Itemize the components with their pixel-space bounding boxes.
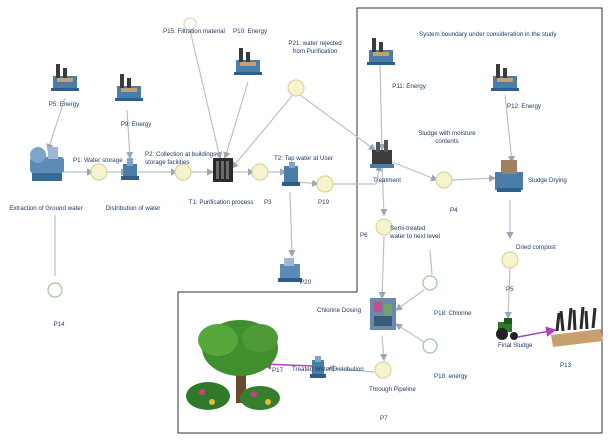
factory-icon: [115, 74, 143, 101]
factory-icon: [491, 64, 519, 91]
circle-p19: [316, 175, 334, 193]
label-extraction: Extraction of Ground water: [9, 205, 83, 212]
label-p6: P6: [360, 232, 368, 239]
flow-lines: [46, 29, 515, 373]
tap-water-icon: [282, 162, 300, 186]
label-p3: P3: [264, 199, 272, 206]
flow-circles: [47, 17, 519, 379]
circle-p1: [90, 163, 108, 181]
circle-p15: [183, 17, 197, 31]
label-p2: P2: Collection at buildings storage faci…: [145, 151, 217, 166]
label-p5b: P5: [506, 286, 514, 293]
circle-dried-compost: [501, 251, 519, 269]
label-p4: P4: [450, 207, 458, 214]
label-p21: P21: water rejected from Purification: [288, 40, 342, 55]
label-chlorine-dosing: Chlorine Dosing: [317, 307, 362, 314]
purification-filter-icon: [213, 158, 233, 182]
label-p5-energy: P5: Energy: [48, 101, 80, 108]
ground-water-pump-icon: [30, 147, 64, 181]
label-t2: T2: Tap water at User: [274, 155, 334, 162]
label-semi-treated: Semi-treated water to next level: [390, 225, 440, 240]
circle-p2: [174, 163, 192, 181]
circle-p14: [47, 282, 63, 298]
sludge-drying-icon: [495, 160, 523, 192]
circle-p7: [374, 361, 392, 379]
label-sludge-moisture: Sludge with moisture contents: [418, 130, 476, 145]
circle-p21: [287, 79, 305, 97]
label-treated-distribution: Treated Water Distribution: [292, 366, 364, 373]
circle-p18-energy: [422, 338, 438, 354]
label-p17: P17: [272, 367, 284, 374]
crop-field-icon: [551, 306, 603, 347]
compost-arrow: [517, 326, 557, 338]
tree-icon: [186, 320, 280, 410]
circle-p6: [375, 218, 393, 236]
label-p15: P15: Filtration material: [163, 28, 225, 35]
distribution-pump-icon: [121, 158, 139, 180]
circle-p4: [435, 171, 453, 189]
label-distribution: Distribution of water: [105, 205, 161, 212]
label-sludge-drying: Sludge Drying: [528, 177, 567, 184]
label-p13: P13: [560, 362, 572, 369]
label-p9-energy: P9: Energy: [120, 121, 152, 128]
label-p10: P10: Energy: [233, 28, 268, 35]
factory-icon: [51, 64, 79, 91]
label-treatment: Treatment: [373, 177, 401, 184]
label-p11-energy: P11: Energy: [392, 83, 426, 90]
p20-pump-icon: [278, 258, 302, 282]
system-boundary: [177, 7, 603, 434]
factory-icon: [234, 48, 262, 75]
circle-p3: [251, 163, 269, 181]
label-final-sludge: Final Sludge: [498, 342, 533, 349]
circle-p18-chlorine: [422, 275, 438, 291]
chlorine-dosing-icon: [370, 298, 396, 330]
treatment-plant-icon: [370, 140, 394, 168]
factory-icons: [51, 38, 519, 101]
label-p14: P14: [53, 321, 65, 328]
label-p7: P7: [380, 415, 388, 422]
label-p18-chlorine: P18: Chlorine: [434, 310, 472, 317]
factory-icon: [367, 38, 395, 65]
label-through-pipeline: Through Pipeline: [369, 386, 416, 393]
label-dried-compost: Dried compost: [516, 244, 556, 251]
label-p12-energy: P12: Energy: [506, 103, 542, 110]
label-p19: P19: [318, 199, 330, 206]
label-t1: T1: Purification process: [188, 199, 254, 206]
label-p18-energy: P18: energy: [434, 373, 468, 380]
boundary-label: System boundary under consideration in t…: [419, 31, 557, 38]
tractor-icon: [496, 318, 518, 340]
label-p1: P1: Water storage: [73, 157, 123, 164]
label-p20: P20: [300, 279, 312, 286]
treated-distribution-icon: [310, 356, 326, 378]
